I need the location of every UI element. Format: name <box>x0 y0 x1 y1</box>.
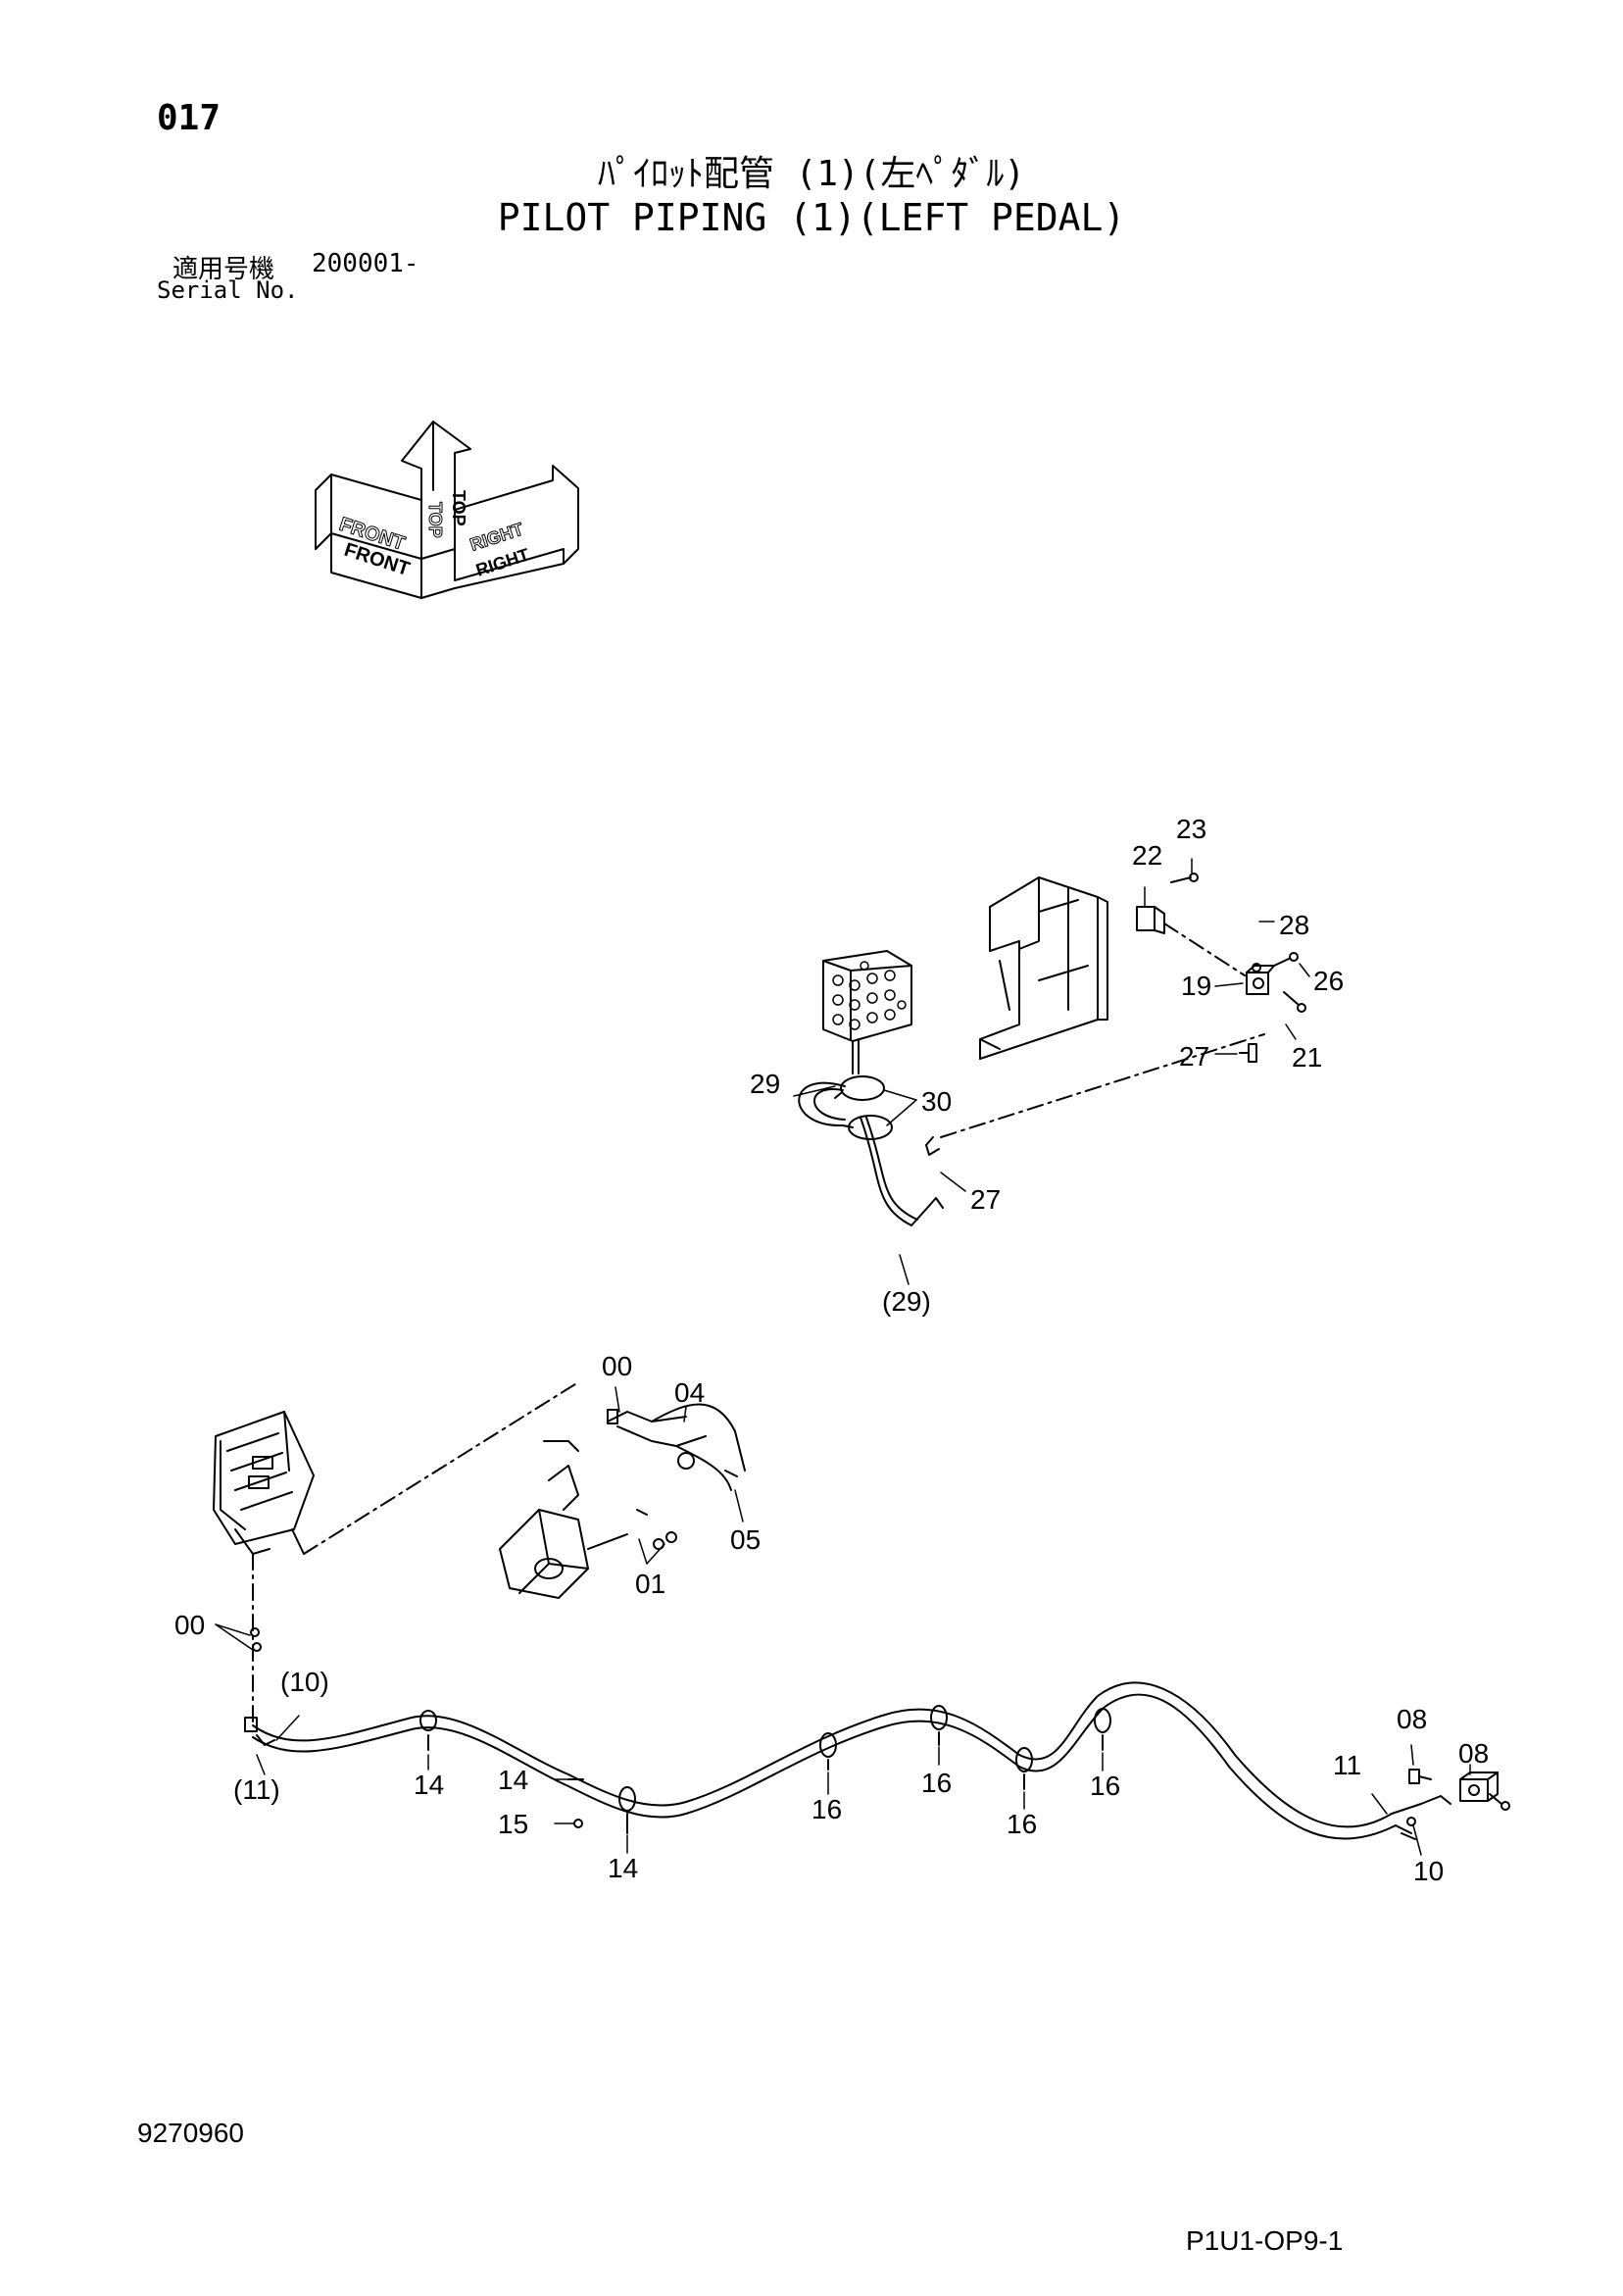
block-assembly <box>1136 873 1306 1063</box>
page-reference: P1U1-OP9-1 <box>1186 2225 1344 2256</box>
callout-10: 10 <box>1413 1856 1445 1886</box>
valve-and-hose-assembly <box>798 950 1265 1226</box>
serial-label-english: Serial No. <box>157 276 299 304</box>
orientation-label-top-outline: TOP <box>425 502 445 538</box>
callout-27-lower: 27 <box>970 1184 1002 1215</box>
callout-29: 29 <box>750 1069 781 1099</box>
callout-29-reference: (29) <box>882 1286 931 1317</box>
callout-11: 11 <box>1333 1750 1362 1780</box>
hose-run <box>244 1681 1422 1840</box>
callout-16-first: 16 <box>812 1794 843 1824</box>
callout-05: 05 <box>730 1524 762 1555</box>
serial-label-japanese: 適用号機 <box>172 255 275 284</box>
leader-lines <box>215 858 1471 1856</box>
callout-14-lower: 14 <box>608 1853 639 1883</box>
callout-16-third: 16 <box>1007 1809 1038 1839</box>
callout-26: 26 <box>1313 966 1345 996</box>
callout-27-upper: 27 <box>1179 1041 1210 1072</box>
orientation-label-top: TOP <box>449 490 468 526</box>
callout-14-middle: 14 <box>498 1765 529 1795</box>
control-valve-assembly <box>499 1403 746 1599</box>
orientation-symbol: FRONT FRONT TOP TOP RIGHT RIGHT <box>315 421 579 599</box>
callout-00-lower: 00 <box>174 1610 206 1640</box>
document-number: 9270960 <box>137 2118 245 2148</box>
callout-01: 01 <box>635 1569 666 1599</box>
bracket-frame <box>979 876 1108 1060</box>
callout-16-second: 16 <box>921 1768 953 1798</box>
callout-22: 22 <box>1132 840 1163 871</box>
serial-number-value: 200001- <box>312 249 419 278</box>
callout-04: 04 <box>674 1377 706 1408</box>
callout-16-fourth: 16 <box>1090 1771 1121 1801</box>
callout-14-left: 14 <box>414 1770 445 1800</box>
title-english: PILOT PIPING (1)(LEFT PEDAL) <box>497 196 1126 239</box>
callout-23: 23 <box>1176 814 1207 844</box>
callout-21: 21 <box>1292 1042 1323 1073</box>
title-japanese: ﾊﾟｲﾛｯﾄ配管 (1)(左ﾍﾟﾀﾞﾙ) <box>597 154 1026 194</box>
callout-30: 30 <box>921 1086 953 1117</box>
callout-10-reference: (10) <box>280 1667 329 1697</box>
callout-28: 28 <box>1279 910 1310 940</box>
callout-08-left: 08 <box>1397 1704 1428 1734</box>
callout-08-right: 08 <box>1458 1738 1490 1769</box>
page-number: 017 <box>157 98 221 138</box>
pedal-assembly <box>213 1381 579 1726</box>
callout-19: 19 <box>1181 971 1212 1001</box>
callout-15: 15 <box>498 1809 529 1839</box>
right-end-fittings <box>1401 1769 1510 1840</box>
callout-00-upper: 00 <box>602 1351 633 1381</box>
callout-11-reference: (11) <box>233 1774 280 1805</box>
